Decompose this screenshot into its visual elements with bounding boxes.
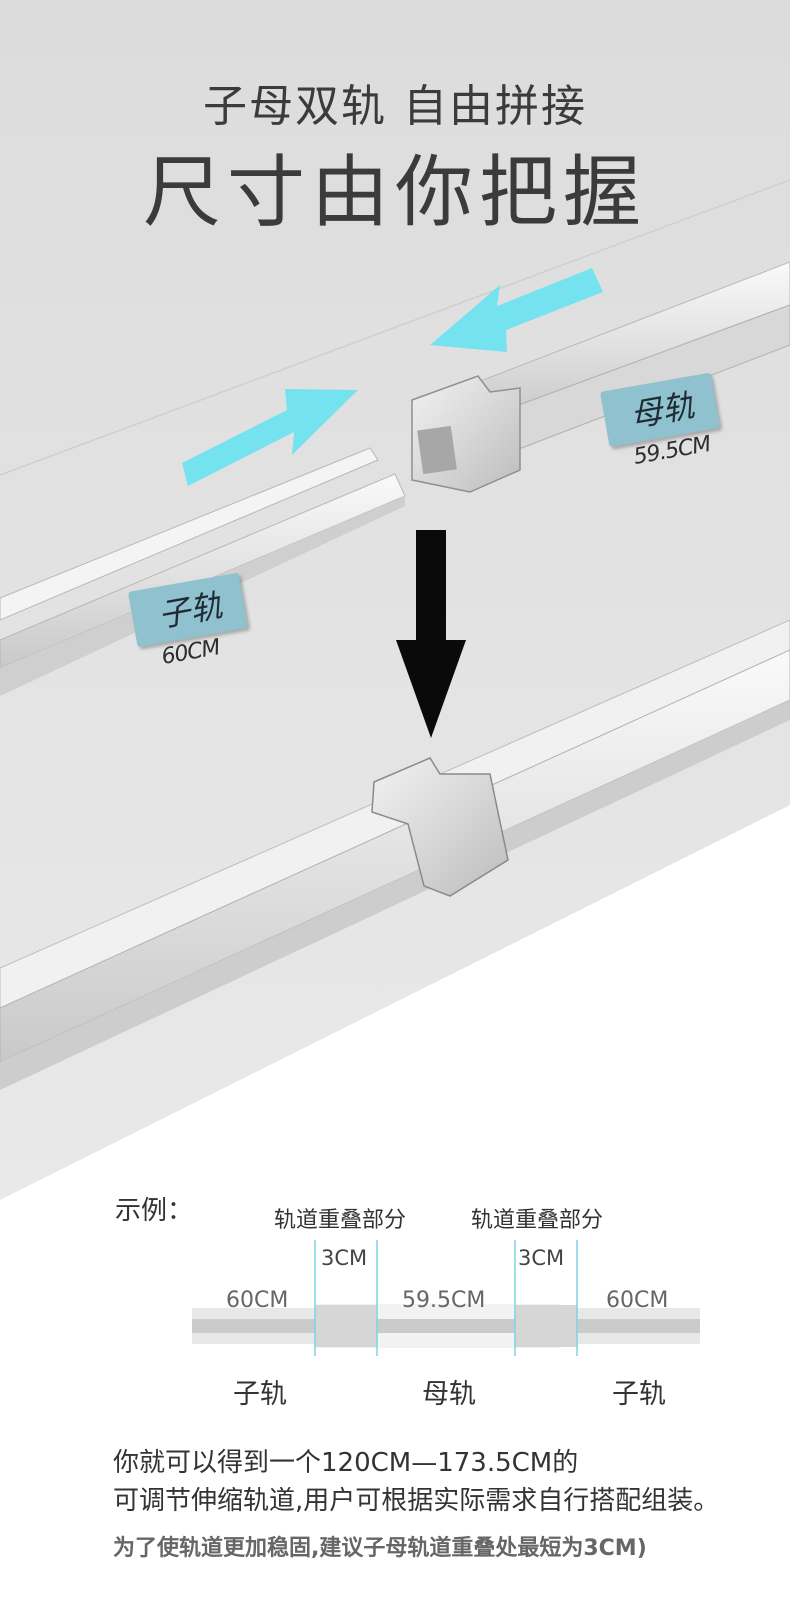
segment-length-left: 60CM xyxy=(226,1288,289,1313)
rail-core-line xyxy=(192,1319,700,1333)
overlap-zone-right xyxy=(515,1305,577,1347)
installation-note: 为了使轨道更加稳固,建议子母轨道重叠处最短为3CM) xyxy=(113,1536,647,1561)
push-arrow-left-icon xyxy=(430,268,603,352)
example-heading: 示例： xyxy=(115,1196,194,1226)
description-line-1: 你就可以得到一个120CM—173.5CM的 xyxy=(113,1448,579,1478)
overlap-zone-left xyxy=(315,1305,377,1347)
segment-name-right: 子轨 xyxy=(612,1379,666,1410)
segment-name-middle: 母轨 xyxy=(422,1379,476,1410)
overlap-size-right: 3CM xyxy=(518,1246,565,1270)
overlap-size-left: 3CM xyxy=(321,1246,368,1270)
headline-subtitle: 子母双轨 自由拼接 xyxy=(203,81,587,132)
segment-name-left: 子轨 xyxy=(233,1379,287,1410)
push-arrow-right-icon xyxy=(182,389,358,486)
segment-length-middle: 59.5CM xyxy=(402,1288,486,1313)
overlap-title-right: 轨道重叠部分 xyxy=(471,1208,604,1233)
description-line-2: 可调节伸缩轨道,用户可根据实际需求自行搭配组装。 xyxy=(113,1486,720,1516)
headline-title: 尺寸由你把握 xyxy=(142,148,647,238)
down-arrow-icon xyxy=(396,530,466,738)
wall-seam xyxy=(0,179,790,476)
assembled-rail xyxy=(0,619,790,1090)
overlap-title-left: 轨道重叠部分 xyxy=(274,1208,407,1233)
overlap-diagram xyxy=(192,1240,700,1356)
mother-rail xyxy=(411,261,790,493)
segment-length-right: 60CM xyxy=(606,1288,669,1313)
assembled-rail-joint-cap xyxy=(371,757,509,897)
